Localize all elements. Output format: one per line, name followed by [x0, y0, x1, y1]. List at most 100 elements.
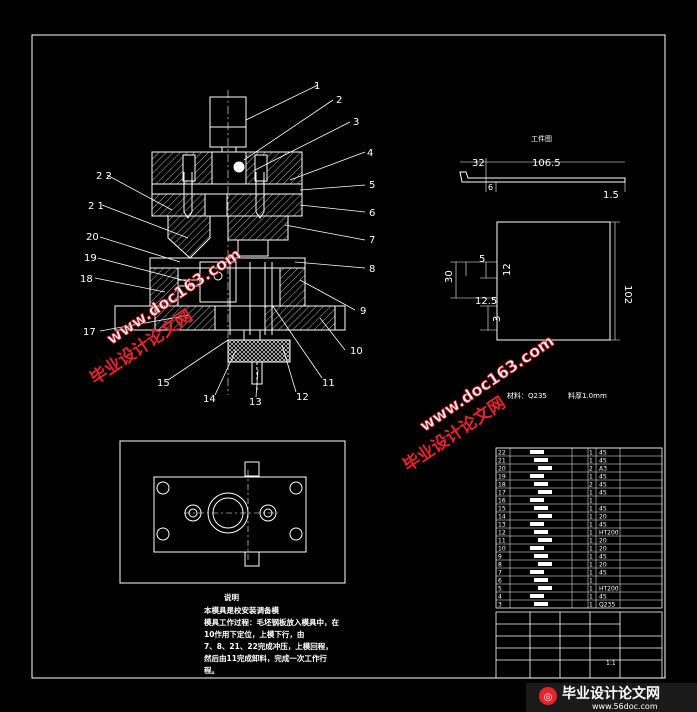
bom-row-material: 45	[599, 594, 607, 601]
dim-12: 12	[502, 263, 513, 276]
bom-name-blur	[538, 490, 552, 494]
bom-row-material: 20	[599, 562, 607, 569]
bom-row-number: 3	[498, 602, 502, 609]
thickness-text: 料厚1.0mm	[568, 391, 607, 400]
part-label-20: 20	[86, 232, 99, 243]
bom-row-number: 16	[498, 498, 506, 505]
bom-row-qty: 1	[589, 602, 593, 609]
bom-name-blur	[538, 562, 552, 566]
bom-name-blur	[530, 498, 544, 502]
bom-row-number: 15	[498, 506, 506, 513]
part-label-1: 1	[314, 81, 320, 92]
title-block	[495, 611, 663, 679]
part-label-10: 10	[350, 346, 363, 357]
bom-row-qty: 1	[589, 530, 593, 537]
bom-name-blur	[534, 506, 548, 510]
bom-row-number: 19	[498, 474, 506, 481]
part-label-2: 2	[336, 95, 342, 106]
bom-row-qty: 2	[589, 482, 593, 489]
bom-row-qty: 1	[589, 514, 593, 521]
part-label-9: 9	[360, 306, 366, 317]
bom-row-number: 17	[498, 490, 506, 497]
bom-row-number: 11	[498, 538, 506, 545]
bom-row-number: 7	[498, 570, 502, 577]
part-label-5: 5	[369, 180, 375, 191]
bom-row-number: 22	[498, 450, 506, 457]
notes-line-6: 程。	[204, 666, 219, 675]
part-number-labels: 1 2 3 4 5 6 7 8 9 10 11 12 13 14 15 17 1…	[80, 81, 375, 408]
part-label-7: 7	[369, 235, 375, 246]
dim-106-5: 106.5	[532, 158, 561, 169]
part-label-6: 6	[369, 208, 375, 219]
part-label-4: 4	[367, 148, 373, 159]
bom-row: 5 1 HT200	[498, 586, 619, 593]
brand-url: www.56doc.com	[592, 702, 658, 711]
bom-row-number: 6	[498, 578, 502, 585]
part-label-19: 19	[84, 253, 97, 264]
part-label-11: 11	[322, 378, 335, 389]
bom-row-number: 12	[498, 530, 506, 537]
bom-name-blur	[530, 546, 544, 550]
dim-1-5: 1.5	[603, 190, 619, 201]
bom-row-material: 20	[599, 538, 607, 545]
bom-name-blur	[538, 466, 552, 470]
notes-line-3: 10作用下定位，上模下行，由	[204, 629, 304, 639]
bom-row-qty: 1	[589, 450, 593, 457]
bom-name-blur	[534, 458, 548, 462]
bom-row-number: 13	[498, 522, 506, 529]
part-label-17: 17	[83, 327, 96, 338]
bom-row-number: 10	[498, 546, 506, 553]
title-block-scale: 1:1	[606, 660, 616, 667]
bom-row-qty: 1	[589, 546, 593, 553]
bom-name-blur	[534, 554, 548, 558]
bom-name-blur	[538, 538, 552, 542]
part-label-3: 3	[353, 117, 359, 128]
bom-name-blur	[534, 530, 548, 534]
bom-row-material: 45	[599, 482, 607, 489]
leader-lines	[94, 84, 366, 398]
bom-row-material: HT200	[599, 586, 619, 593]
bom-row-qty: 1	[589, 554, 593, 561]
bom-row-qty: 1	[589, 474, 593, 481]
dim-12-5: 12.5	[475, 296, 497, 307]
notes-line-1: 本模具是校安装调备模	[203, 605, 279, 615]
bom-row-qty: 1	[589, 490, 593, 497]
watermark-2: 毕业设计论文网 www.doc163.com	[399, 331, 558, 476]
brand-bar: ◎ 毕业设计论文网 www.56doc.com	[526, 683, 697, 712]
bom-row-material: 45	[599, 450, 607, 457]
bom-row-qty: 1	[589, 562, 593, 569]
bom-row: 10 1 20	[498, 546, 607, 553]
bom-row-qty: 1	[589, 570, 593, 577]
svg-text:◎: ◎	[544, 692, 553, 703]
bom-name-blur	[534, 578, 548, 582]
bom-name-blur	[538, 514, 552, 518]
bom-name-blur	[534, 482, 548, 486]
dim-102: 102	[622, 285, 633, 304]
bom-row-material: 45	[599, 490, 607, 497]
bom-name-blur	[530, 522, 544, 526]
bom-row-qty: 1	[589, 458, 593, 465]
bom-name-blur	[530, 450, 544, 454]
bom-row-material: 20	[599, 546, 607, 553]
bom-row-qty: 1	[589, 586, 593, 593]
part-label-15: 15	[157, 378, 170, 389]
bom-name-blur	[534, 602, 548, 606]
brand-name: 毕业设计论文网	[562, 685, 660, 702]
bom-name-blur	[538, 586, 552, 590]
workpiece-labels: 工件图 32 106.5 1.5 6 102 30 12 12.5 5 3 材料…	[444, 134, 633, 400]
bom-row-number: 21	[498, 458, 506, 465]
part-label-18: 18	[80, 274, 93, 285]
bom-row-number: 5	[498, 586, 502, 593]
